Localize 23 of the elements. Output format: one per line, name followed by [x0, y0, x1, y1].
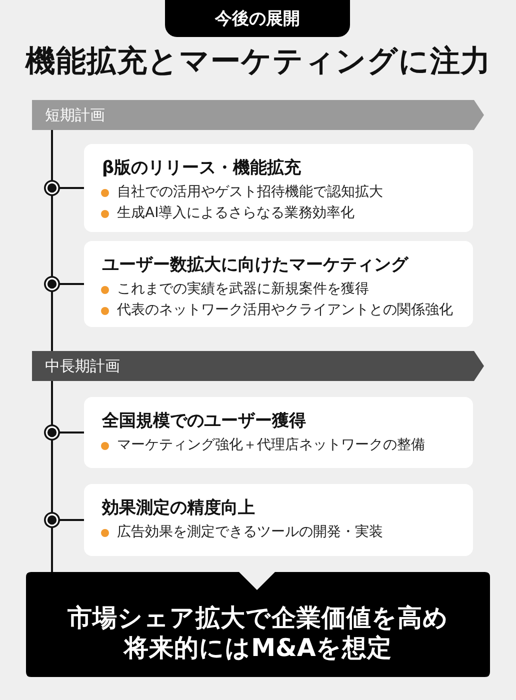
- plan-card: [84, 144, 473, 232]
- conclusion-banner: [26, 572, 490, 677]
- card-heading: 効果測定の精度向上: [102, 497, 255, 519]
- bullet-text: 生成AI導入によるさらなる業務効率化: [117, 204, 355, 223]
- bullet-text: マーケティング強化＋代理店ネットワークの整備: [117, 436, 425, 455]
- bullet-text: 代表のネットワーク活用やクライアントとの関係強化: [117, 301, 453, 320]
- header-tab: [165, 0, 350, 37]
- card-heading: ユーザー数拡大に向けたマーケティング: [102, 254, 408, 276]
- bullet-text: 広告効果を測定できるツールの開発・実装: [117, 523, 383, 542]
- phase-label: 中長期計画: [45, 356, 120, 377]
- conclusion-text: 市場シェア拡大で企業価値を高め将来的にはM&Aを想定: [66, 602, 450, 662]
- phase-arrow-banner: [32, 351, 484, 381]
- bullet-text: これまでの実績を武器に新規案件を獲得: [117, 280, 369, 299]
- bullet-text: 自社での活用やゲスト招待機能で認知拡大: [117, 183, 383, 202]
- phase-label: 短期計画: [45, 105, 105, 126]
- header-label: 今後の展開: [215, 8, 300, 30]
- card-heading: 全国規模でのユーザー獲得: [102, 410, 306, 432]
- plan-card: [84, 241, 473, 327]
- plan-card: [84, 484, 473, 556]
- plan-card: [84, 397, 473, 468]
- phase-arrow-banner: [32, 100, 484, 130]
- card-heading: β版のリリース・機能拡充: [102, 157, 302, 179]
- title: 機能拡充とマーケティングに注力: [25, 44, 491, 80]
